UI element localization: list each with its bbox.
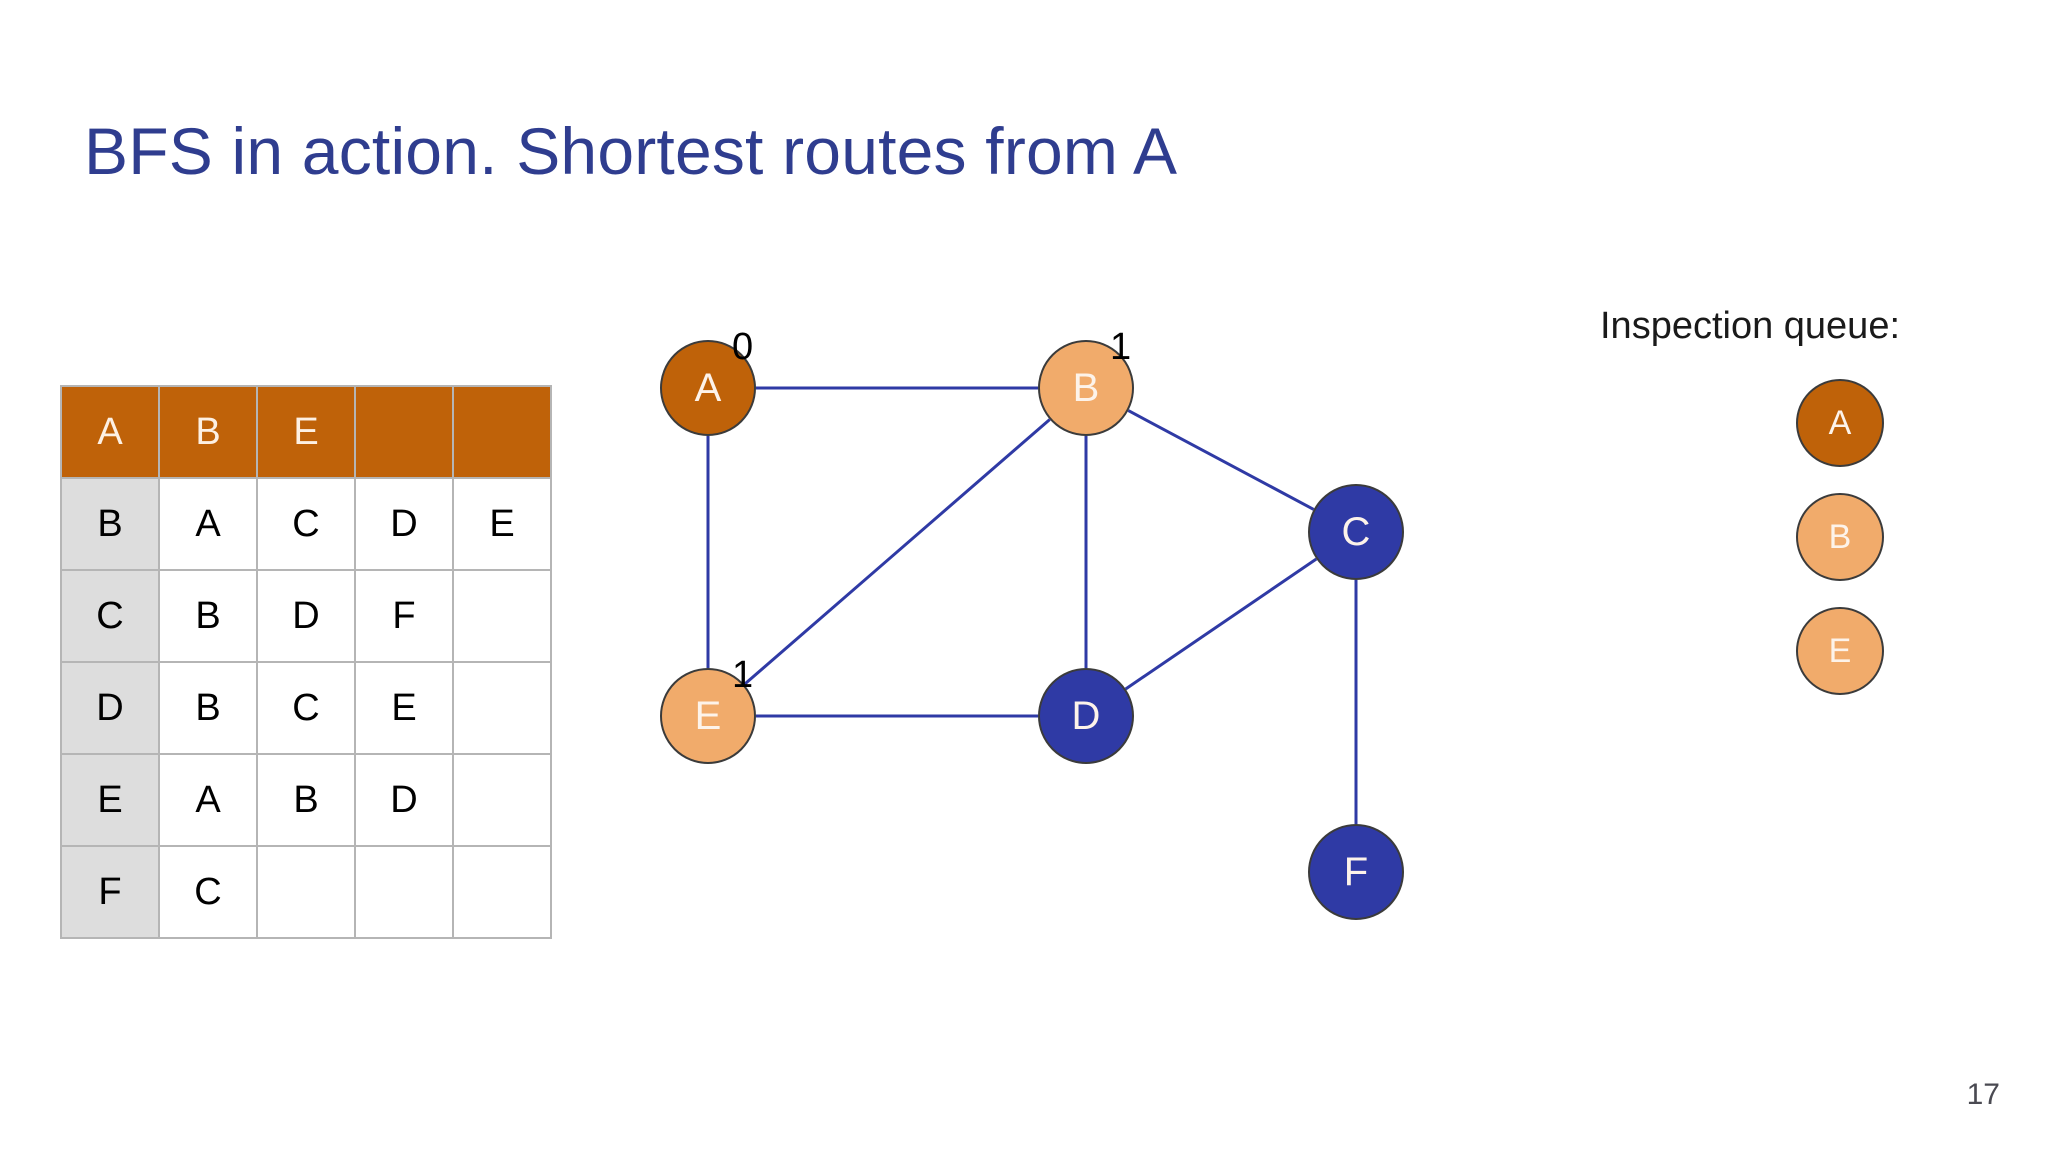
table-cell: [354, 845, 454, 939]
table-row-key: E: [60, 753, 160, 847]
table-row-key: F: [60, 845, 160, 939]
table-cell: B: [256, 753, 356, 847]
graph-node-f[interactable]: F: [1308, 824, 1404, 920]
table-cell: A: [158, 477, 258, 571]
table-cell: D: [354, 753, 454, 847]
table-cell: [452, 661, 552, 755]
graph-node-e[interactable]: E: [660, 668, 756, 764]
table-cell: D: [256, 569, 356, 663]
graph-node-distance-a: 0: [732, 326, 754, 368]
graph-node-a[interactable]: A: [660, 340, 756, 436]
table-cell: [256, 845, 356, 939]
table-cell: [452, 569, 552, 663]
graph-node-distance-b: 1: [1110, 326, 1132, 368]
table-cell: C: [256, 477, 356, 571]
graph-node-b[interactable]: B: [1038, 340, 1134, 436]
graph-node-c[interactable]: C: [1308, 484, 1404, 580]
table-row-key: D: [60, 661, 160, 755]
queue-item-e[interactable]: E: [1796, 607, 1884, 695]
graph-edge: [1127, 409, 1315, 511]
table-cell: F: [354, 569, 454, 663]
table-cell: [452, 845, 552, 939]
graph-edges: [706, 386, 1358, 824]
queue-item-b[interactable]: B: [1796, 493, 1884, 581]
graph-node-distance-e: 1: [732, 654, 754, 696]
table-cell: E: [354, 661, 454, 755]
table-cell: B: [158, 569, 258, 663]
table-header-cell: B: [158, 385, 258, 479]
table-cell: E: [452, 477, 552, 571]
table-row-key: B: [60, 477, 160, 571]
page-title: BFS in action. Shortest routes from A: [84, 114, 1178, 188]
table-header-cell: A: [60, 385, 160, 479]
table-row-key: C: [60, 569, 160, 663]
graph-edge: [1124, 557, 1318, 691]
inspection-queue-title: Inspection queue:: [1600, 305, 1901, 347]
table-cell: C: [158, 845, 258, 939]
queue-item-a[interactable]: A: [1796, 379, 1884, 467]
table-cell: A: [158, 753, 258, 847]
table-cell: B: [158, 661, 258, 755]
table-header-cell: [452, 385, 552, 479]
table-cell: C: [256, 661, 356, 755]
table-cell: [452, 753, 552, 847]
table-header-cell: [354, 385, 454, 479]
page-number: 17: [1966, 1078, 2000, 1111]
graph-node-d[interactable]: D: [1038, 668, 1134, 764]
table-header-cell: E: [256, 385, 356, 479]
graph-edge: [743, 418, 1051, 686]
table-cell: D: [354, 477, 454, 571]
